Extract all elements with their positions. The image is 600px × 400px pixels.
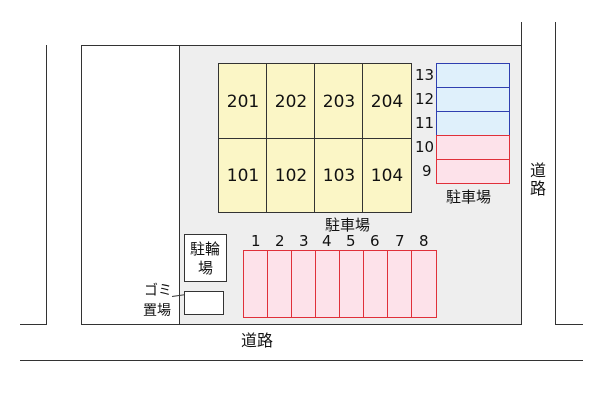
bicycle-parking[interactable]: 駐輪 場 xyxy=(184,234,227,282)
parking-number-11: 11 xyxy=(415,114,435,132)
parking-number-3: 3 xyxy=(299,232,309,250)
road-label-right: 道路 xyxy=(530,161,547,198)
parking-number-1: 1 xyxy=(251,232,261,250)
parking-space-8[interactable] xyxy=(411,250,437,318)
parking-label-right: 駐車場 xyxy=(446,188,492,206)
parking-number-4: 4 xyxy=(322,232,332,250)
unit-201[interactable]: 201 xyxy=(218,63,268,140)
left-road-line xyxy=(46,45,47,325)
parking-number-12: 12 xyxy=(415,90,435,108)
parking-number-6: 6 xyxy=(370,232,380,250)
parking-number-2: 2 xyxy=(275,232,285,250)
unit-102[interactable]: 102 xyxy=(266,138,316,213)
unit-103[interactable]: 103 xyxy=(314,138,364,213)
parking-space-2[interactable] xyxy=(267,250,292,318)
parking-space-4[interactable] xyxy=(315,250,340,318)
unit-104[interactable]: 104 xyxy=(362,138,412,213)
parking-space-6[interactable] xyxy=(363,250,388,318)
neighbor-building xyxy=(81,45,180,325)
right-road-line-outer xyxy=(555,22,556,325)
garbage-label-2: 置場 xyxy=(143,303,171,319)
bicycle-parking-label-1: 駐輪 xyxy=(190,240,221,258)
parking-space-5[interactable] xyxy=(339,250,364,318)
parking-space-3[interactable] xyxy=(291,250,316,318)
parking-number-13: 13 xyxy=(415,66,435,84)
parking-number-9: 9 xyxy=(422,162,432,180)
parking-number-10: 10 xyxy=(415,138,435,156)
bottom-road-edge xyxy=(20,360,583,361)
parking-number-7: 7 xyxy=(395,232,405,250)
parking-space-7[interactable] xyxy=(387,250,412,318)
parking-label-bottom: 駐車場 xyxy=(325,216,371,234)
bicycle-parking-label-2: 場 xyxy=(198,259,214,277)
road-label-bottom: 道路 xyxy=(241,331,274,350)
parking-number-5: 5 xyxy=(346,232,356,250)
parking-space-13[interactable] xyxy=(436,63,510,88)
parking-space-1[interactable] xyxy=(243,250,268,318)
unit-204[interactable]: 204 xyxy=(362,63,412,140)
unit-101[interactable]: 101 xyxy=(218,138,268,213)
garbage-area[interactable] xyxy=(184,291,224,315)
left-road-stub xyxy=(20,324,47,325)
garbage-label-1: ゴミ xyxy=(144,283,172,299)
parking-space-10[interactable] xyxy=(436,135,510,160)
unit-202[interactable]: 202 xyxy=(266,63,316,140)
parking-space-11[interactable] xyxy=(436,111,510,136)
parking-space-9[interactable] xyxy=(436,159,510,184)
parking-space-12[interactable] xyxy=(436,87,510,112)
right-road-stub xyxy=(555,324,583,325)
unit-203[interactable]: 203 xyxy=(314,63,364,140)
parking-number-8: 8 xyxy=(419,232,429,250)
